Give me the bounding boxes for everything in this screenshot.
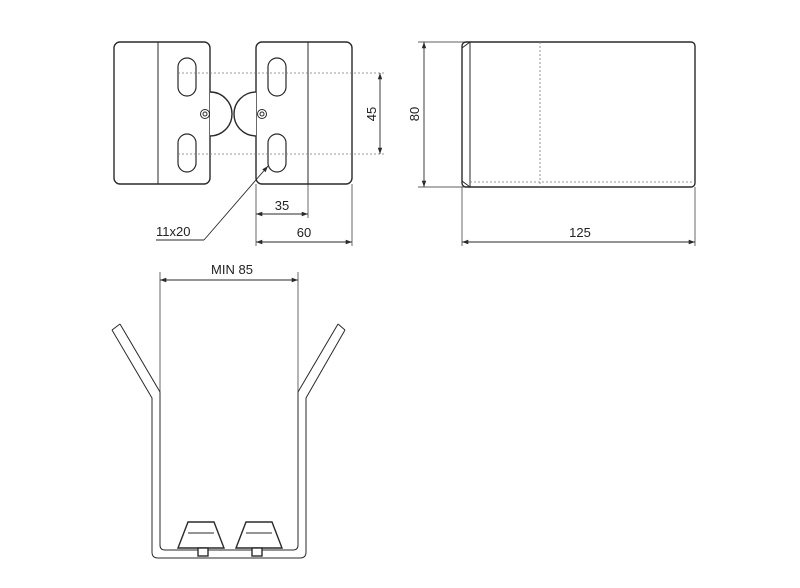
pivot-left: [200, 109, 210, 119]
dimension-hole-spacing: 45: [364, 73, 383, 154]
dimension-height: 80: [407, 42, 427, 187]
slot-lower-right: [267, 133, 287, 173]
dimension-width: 125: [462, 225, 695, 245]
bracket-top-view: 45 35 60 11x20: [113, 41, 385, 246]
u-bracket-side-view: MIN 85: [111, 262, 346, 559]
dim-label-min-85: MIN 85: [211, 262, 253, 277]
clamp-pad-right: [234, 521, 284, 557]
dimension-min-opening: MIN 85: [160, 262, 298, 283]
dim-label-11x20: 11x20: [156, 224, 190, 239]
hinge-right: [233, 91, 257, 137]
pivot-right: [257, 109, 267, 119]
hinge-left: [209, 91, 233, 137]
dim-label-80: 80: [407, 107, 422, 121]
dimension-bracket-width: 60: [256, 225, 352, 245]
dimension-half-width: 35: [256, 198, 308, 217]
dim-label-125: 125: [569, 225, 591, 240]
bracket-front-view: 80 125: [407, 41, 696, 246]
right-bracket-half: [233, 41, 353, 185]
clamp-pad-left: [176, 521, 226, 557]
dim-label-45: 45: [364, 107, 379, 121]
slot-upper-right: [267, 57, 287, 97]
dim-label-60: 60: [297, 225, 311, 240]
slot-lower-left: [177, 133, 197, 173]
left-bracket-half: [113, 41, 233, 185]
slot-upper-left: [177, 57, 197, 97]
dim-label-35: 35: [275, 198, 289, 213]
leader-slot-size: 11x20: [156, 165, 269, 241]
